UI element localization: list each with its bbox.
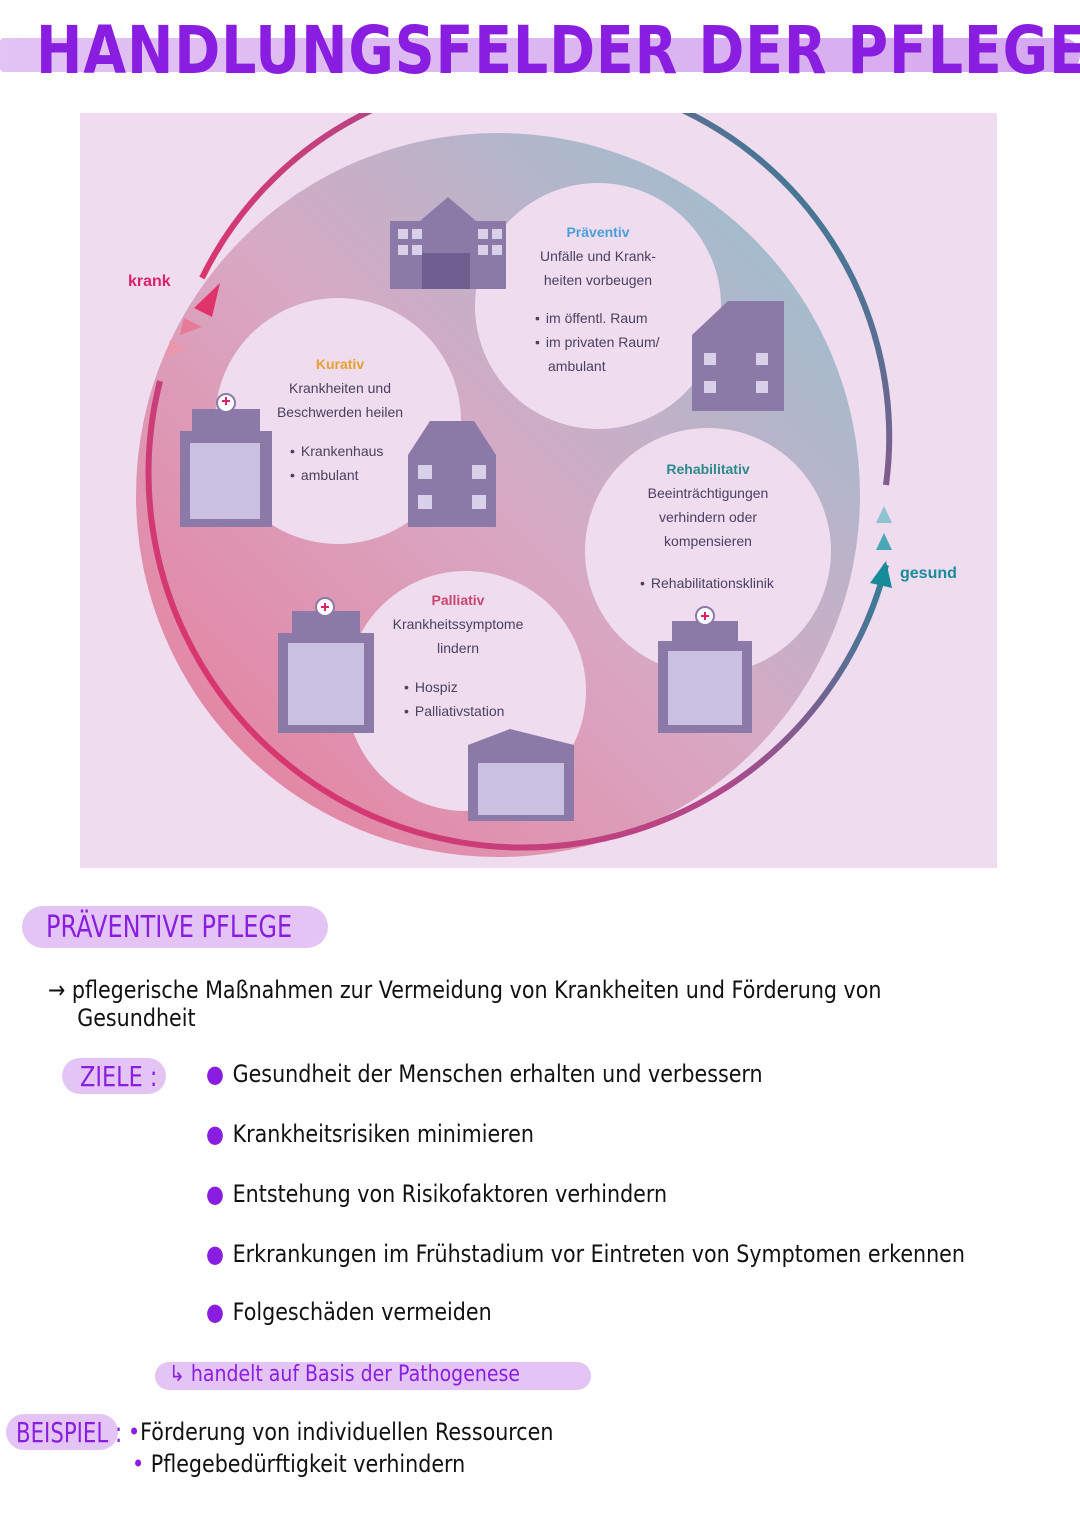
goal-text: Folgeschäden vermeiden bbox=[232, 1298, 492, 1326]
rehabilitativ-heading: Rehabilitativ bbox=[666, 461, 750, 477]
cycle-arc-lower bbox=[145, 380, 889, 851]
list-item: ambulant bbox=[290, 463, 383, 487]
list-item: ●Krankheitsrisiken minimieren bbox=[206, 1120, 534, 1148]
arrow-head-gesund bbox=[870, 561, 892, 588]
goal-text: Gesundheit der Menschen erhalten und ver… bbox=[232, 1060, 763, 1088]
list-item: Krankenhaus bbox=[290, 439, 384, 463]
title-highlight bbox=[0, 38, 1080, 72]
beispiel-label-text: BEISPIEL : bbox=[16, 1416, 123, 1449]
praeventiv-text: Präventiv Unfälle und Krank- heiten vorb… bbox=[518, 220, 678, 292]
ziele-label: ZIELE : bbox=[62, 1058, 166, 1094]
palliativ-line2: lindern bbox=[436, 640, 480, 656]
list-item: im privaten Raum/ bbox=[535, 330, 660, 354]
rehabilitativ-bullets: Rehabilitationsklinik bbox=[640, 571, 774, 595]
palliativ-bullets: Hospiz Palliativstation bbox=[404, 675, 505, 723]
definition-line1: → pflegerische Maßnahmen zur Vermeidung … bbox=[48, 976, 882, 1004]
praeventiv-heading: Präventiv bbox=[566, 224, 630, 240]
praeventiv-line2: heiten vorbeugen bbox=[543, 272, 653, 288]
list-item: ambulant bbox=[548, 358, 606, 374]
ziele-label-text: ZIELE : bbox=[80, 1060, 158, 1093]
pathogenese-note-text: ↳ handelt auf Basis der Pathogenese bbox=[169, 1362, 520, 1387]
list-item: • Pflegebedürftigkeit verhindern bbox=[132, 1450, 466, 1478]
beispiel-label: BEISPIEL : bbox=[6, 1414, 122, 1450]
kurativ-text: Kurativ Krankheiten und Beschwerden heil… bbox=[260, 352, 420, 424]
beispiel-text: Pflegebedürftigkeit verhindern bbox=[150, 1450, 466, 1478]
palliativ-text: Palliativ Krankheitssymptome lindern bbox=[386, 588, 530, 660]
hospital-icon bbox=[180, 393, 272, 527]
rehabilitativ-text: Rehabilitativ Beeinträchtigungen verhind… bbox=[626, 457, 790, 553]
kurativ-bullets: Krankenhaus ambulant bbox=[290, 439, 384, 487]
list-item: ●Folgeschäden vermeiden bbox=[206, 1298, 492, 1326]
page-title: HANDLUNGSFELDER DER PFLEGE bbox=[36, 12, 1080, 89]
diagram-graphic bbox=[136, 113, 893, 857]
label-gesund: gesund bbox=[900, 565, 957, 582]
kurativ-line2: Beschwerden heilen bbox=[276, 404, 404, 420]
praeventiv-bullets: im öffentl. Raum im privaten Raum/ ambul… bbox=[535, 306, 660, 378]
beispiel-text: Förderung von individuellen Ressourcen bbox=[140, 1418, 554, 1446]
list-item: Rehabilitationsklinik bbox=[640, 571, 774, 595]
definition: → pflegerische Maßnahmen zur Vermeidung … bbox=[48, 976, 881, 1032]
cycle-arc bbox=[199, 113, 893, 486]
care-fields-diagram: krank gesund Präventiv Unfälle und Krank… bbox=[80, 113, 997, 868]
definition-line2: Gesundheit bbox=[77, 1004, 196, 1032]
goal-text: Erkrankungen im Frühstadium vor Eintrete… bbox=[232, 1240, 965, 1268]
palliativ-heading: Palliativ bbox=[431, 592, 485, 608]
label-krank: krank bbox=[128, 273, 171, 290]
arrow-head-krank bbox=[194, 283, 220, 317]
rehabilitativ-line3: kompensieren bbox=[664, 533, 752, 549]
list-item: im öffentl. Raum bbox=[535, 306, 660, 330]
rehabilitativ-circle bbox=[585, 428, 831, 674]
house-icon bbox=[408, 421, 496, 527]
house-icon bbox=[692, 301, 784, 411]
palliativ-line1: Krankheitssymptome bbox=[392, 616, 524, 632]
goal-text: Krankheitsrisiken minimieren bbox=[232, 1120, 534, 1148]
section-heading-text: PRÄVENTIVE PFLEGE bbox=[46, 910, 293, 945]
town-hall-icon bbox=[390, 197, 506, 289]
list-item: ●Erkrankungen im Frühstadium vor Eintret… bbox=[206, 1240, 965, 1268]
pathogenese-note: ↳ handelt auf Basis der Pathogenese bbox=[155, 1362, 591, 1390]
list-item: ●Gesundheit der Menschen erhalten und ve… bbox=[206, 1060, 763, 1088]
rehabilitativ-line1: Beeinträchtigungen bbox=[647, 485, 769, 501]
kurativ-heading: Kurativ bbox=[315, 356, 365, 372]
list-item: ●Entstehung von Risikofaktoren verhinder… bbox=[206, 1180, 668, 1208]
title-area: HANDLUNGSFELDER DER PFLEGE bbox=[0, 8, 1080, 89]
section-heading: PRÄVENTIVE PFLEGE bbox=[22, 906, 328, 948]
praeventiv-line1: Unfälle und Krank- bbox=[540, 248, 656, 264]
list-item: •Förderung von individuellen Ressourcen bbox=[128, 1418, 554, 1446]
list-item: Palliativstation bbox=[404, 699, 505, 723]
goal-text: Entstehung von Risikofaktoren verhindern bbox=[232, 1180, 668, 1208]
list-item: Hospiz bbox=[404, 675, 504, 699]
hospital-icon bbox=[658, 606, 752, 733]
kurativ-circle bbox=[215, 298, 461, 544]
hospital-icon bbox=[278, 597, 374, 733]
kurativ-line1: Krankheiten und bbox=[289, 380, 391, 396]
station-icon bbox=[468, 729, 574, 821]
rehabilitativ-line2: verhindern oder bbox=[658, 509, 758, 525]
